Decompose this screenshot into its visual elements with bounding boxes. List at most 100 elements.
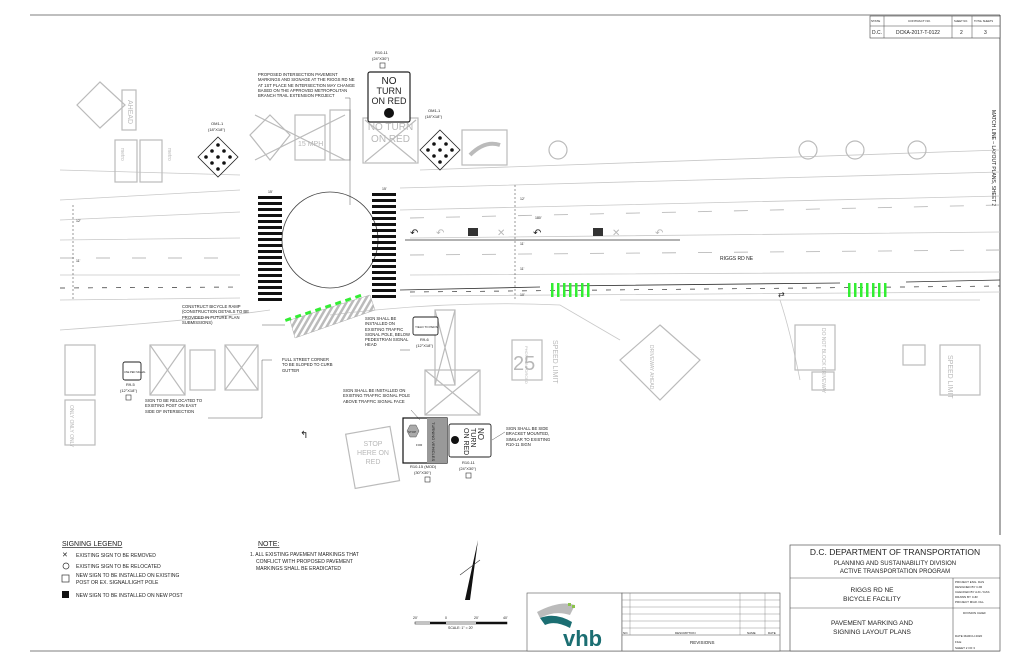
green-conflict-marking — [866, 283, 869, 297]
header-sheet-label: SHEET NO. — [954, 19, 968, 23]
removed-x-icon: ✕ — [497, 228, 505, 239]
label: YIELD TO PEDS — [415, 325, 438, 329]
general-note: NOTE: 1. ALL EXISTING PAVEMENT MARKINGS … — [250, 541, 359, 572]
crosswalk-bar — [372, 217, 396, 220]
label: DRIVEWAY AHEAD — [648, 345, 654, 390]
object-marker-dot — [450, 148, 454, 152]
label: metro — [119, 148, 125, 161]
object-marker-dot — [216, 155, 220, 159]
crosswalk-bar — [258, 244, 282, 247]
crosswalk-bar — [258, 232, 282, 235]
label: AHEAD — [126, 100, 133, 124]
header-total-sheets: 3 — [984, 30, 987, 36]
label: DRAWN BY CJR — [955, 595, 979, 599]
label: ON RED — [462, 428, 469, 455]
label: FILE — [955, 640, 961, 644]
label: (24"X30") — [372, 56, 390, 61]
object-marker-dot — [222, 161, 226, 165]
label: PROJECT MGR. DLL — [955, 600, 984, 604]
label: R10-11 — [462, 460, 476, 465]
green-conflict-marking — [581, 283, 584, 297]
left-turn-arrow-icon: ↰ — [300, 430, 308, 441]
crosswalk-bar — [372, 277, 396, 280]
label: TURNING VEHICLES — [431, 422, 436, 461]
label: NAME — [747, 631, 756, 635]
sign-r9-6: YIELD TO PEDS R9-6 (12"X18") — [412, 316, 439, 348]
sign-r10-15-mod: TURNING VEHICLES STOP FOR R10-15 (MOD) (… — [402, 417, 448, 483]
label: CONFLICT WITH PROPOSED PAVEMENT — [256, 559, 353, 565]
crosswalk-bar — [258, 208, 282, 211]
label: 11' — [520, 242, 525, 246]
label: EXISTING SIGN TO BE REMOVED — [76, 553, 156, 559]
label: D.C. DEPARTMENT OF TRANSPORTATION — [810, 547, 980, 557]
roadway — [59, 149, 1001, 381]
note-ped-signal: SIGN SHALL BE INSTALLED ON EXISTING TRAF… — [365, 316, 410, 348]
label: vhb — [563, 626, 602, 651]
green-conflict-marking — [854, 283, 857, 297]
label: SPEED LIMIT — [946, 355, 953, 399]
crosswalk-bar — [372, 229, 396, 232]
label: NO — [382, 76, 397, 87]
crosswalk-bar — [258, 226, 282, 229]
header-total-label: TOTAL SHEETS — [974, 19, 993, 23]
label: 180' — [535, 216, 542, 220]
label: (12"X18") — [416, 343, 434, 348]
object-marker-dot — [432, 142, 436, 146]
label: SPEED LIMIT — [551, 340, 558, 384]
label: PLANNING AND SUSTAINABILITY DIVISION — [834, 561, 956, 567]
label: 20' — [474, 616, 479, 620]
note-intersection: PROPOSED INTERSECTION PAVEMENT MARKINGS … — [258, 72, 355, 99]
label: STOP — [408, 430, 416, 434]
label: 15' — [382, 187, 387, 191]
label: OM1-1 — [211, 121, 224, 126]
note-bicycle-ramp: CONSTRUCT BICYCLE RAMP (CONSTRUCTION DET… — [182, 304, 250, 325]
crosswalk-bar — [372, 283, 396, 286]
bike-symbol-icon: ⇄ — [778, 290, 785, 299]
label: DIVISION CHIEF — [963, 611, 986, 615]
label: (24"X30") — [459, 466, 477, 471]
signing-legend: SIGNING LEGEND ✕ EXISTING SIGN TO BE REM… — [61, 541, 183, 599]
sign-r10-11-bottom: NO TURN ON RED R10-11 (24"X30") — [448, 423, 492, 479]
green-conflict-marking — [284, 317, 292, 322]
crosswalk-bar — [372, 235, 396, 238]
label: ONLY ONLY ONLY — [68, 405, 74, 448]
label: ON RED — [371, 96, 407, 106]
dimension-labels: 15' 15' 180' 12' 11' 11' 10' 12' 11' — [76, 187, 542, 297]
note-relocate: SIGN TO BE RELOCATED TO EXISTING POST ON… — [145, 398, 203, 414]
green-conflict-marking — [344, 297, 352, 303]
svg-text:✕: ✕ — [62, 552, 68, 559]
existing-signs: AHEAD metro metro 15 MPH NO TURN ON RED … — [64, 81, 981, 490]
crosswalk-bar — [372, 265, 396, 268]
crosswalk-bar — [258, 220, 282, 223]
label: (18"X18") — [208, 127, 226, 132]
green-conflict-marking — [860, 283, 863, 297]
existing-stop-here-text: STOP HERE ON RED — [357, 441, 389, 466]
green-conflict-marking — [575, 283, 578, 297]
object-marker-dot — [444, 142, 448, 146]
crosswalk-bar — [258, 250, 282, 253]
object-marker-dot — [210, 149, 214, 153]
label: 12' — [520, 197, 525, 201]
scale-bar: 20' 0 20' 40' SCALE: 1" = 20' — [413, 616, 508, 630]
label: REVISIONS — [690, 640, 715, 645]
sign-r9-5: USE PED SIGNAL R9-5 (12"X18") — [120, 361, 146, 401]
crosswalk-bar — [372, 211, 396, 214]
label: NO — [476, 428, 485, 440]
crosswalk-bar — [258, 286, 282, 289]
removed-arrow-icon: ↶ — [436, 228, 444, 239]
crosswalk-bar — [258, 202, 282, 205]
green-conflict-marking — [884, 283, 887, 297]
crosswalk-bar — [372, 253, 396, 256]
object-marker-dot — [216, 167, 220, 171]
label: 20' — [413, 616, 418, 620]
only-marking — [468, 228, 478, 236]
left-turn-arrow-icon: ↶ — [533, 228, 541, 239]
header-contract-no: DCKA-2017-T-0122 — [896, 30, 940, 36]
label: FOR — [416, 443, 423, 447]
green-bike-lane-markings — [284, 283, 887, 322]
header-contract-label: CONTRACT NO. — [908, 19, 931, 23]
label: 0 — [445, 616, 447, 620]
title-block: D.C. DEPARTMENT OF TRANSPORTATION PLANNI… — [789, 544, 1001, 652]
label: R9-6 — [420, 337, 429, 342]
